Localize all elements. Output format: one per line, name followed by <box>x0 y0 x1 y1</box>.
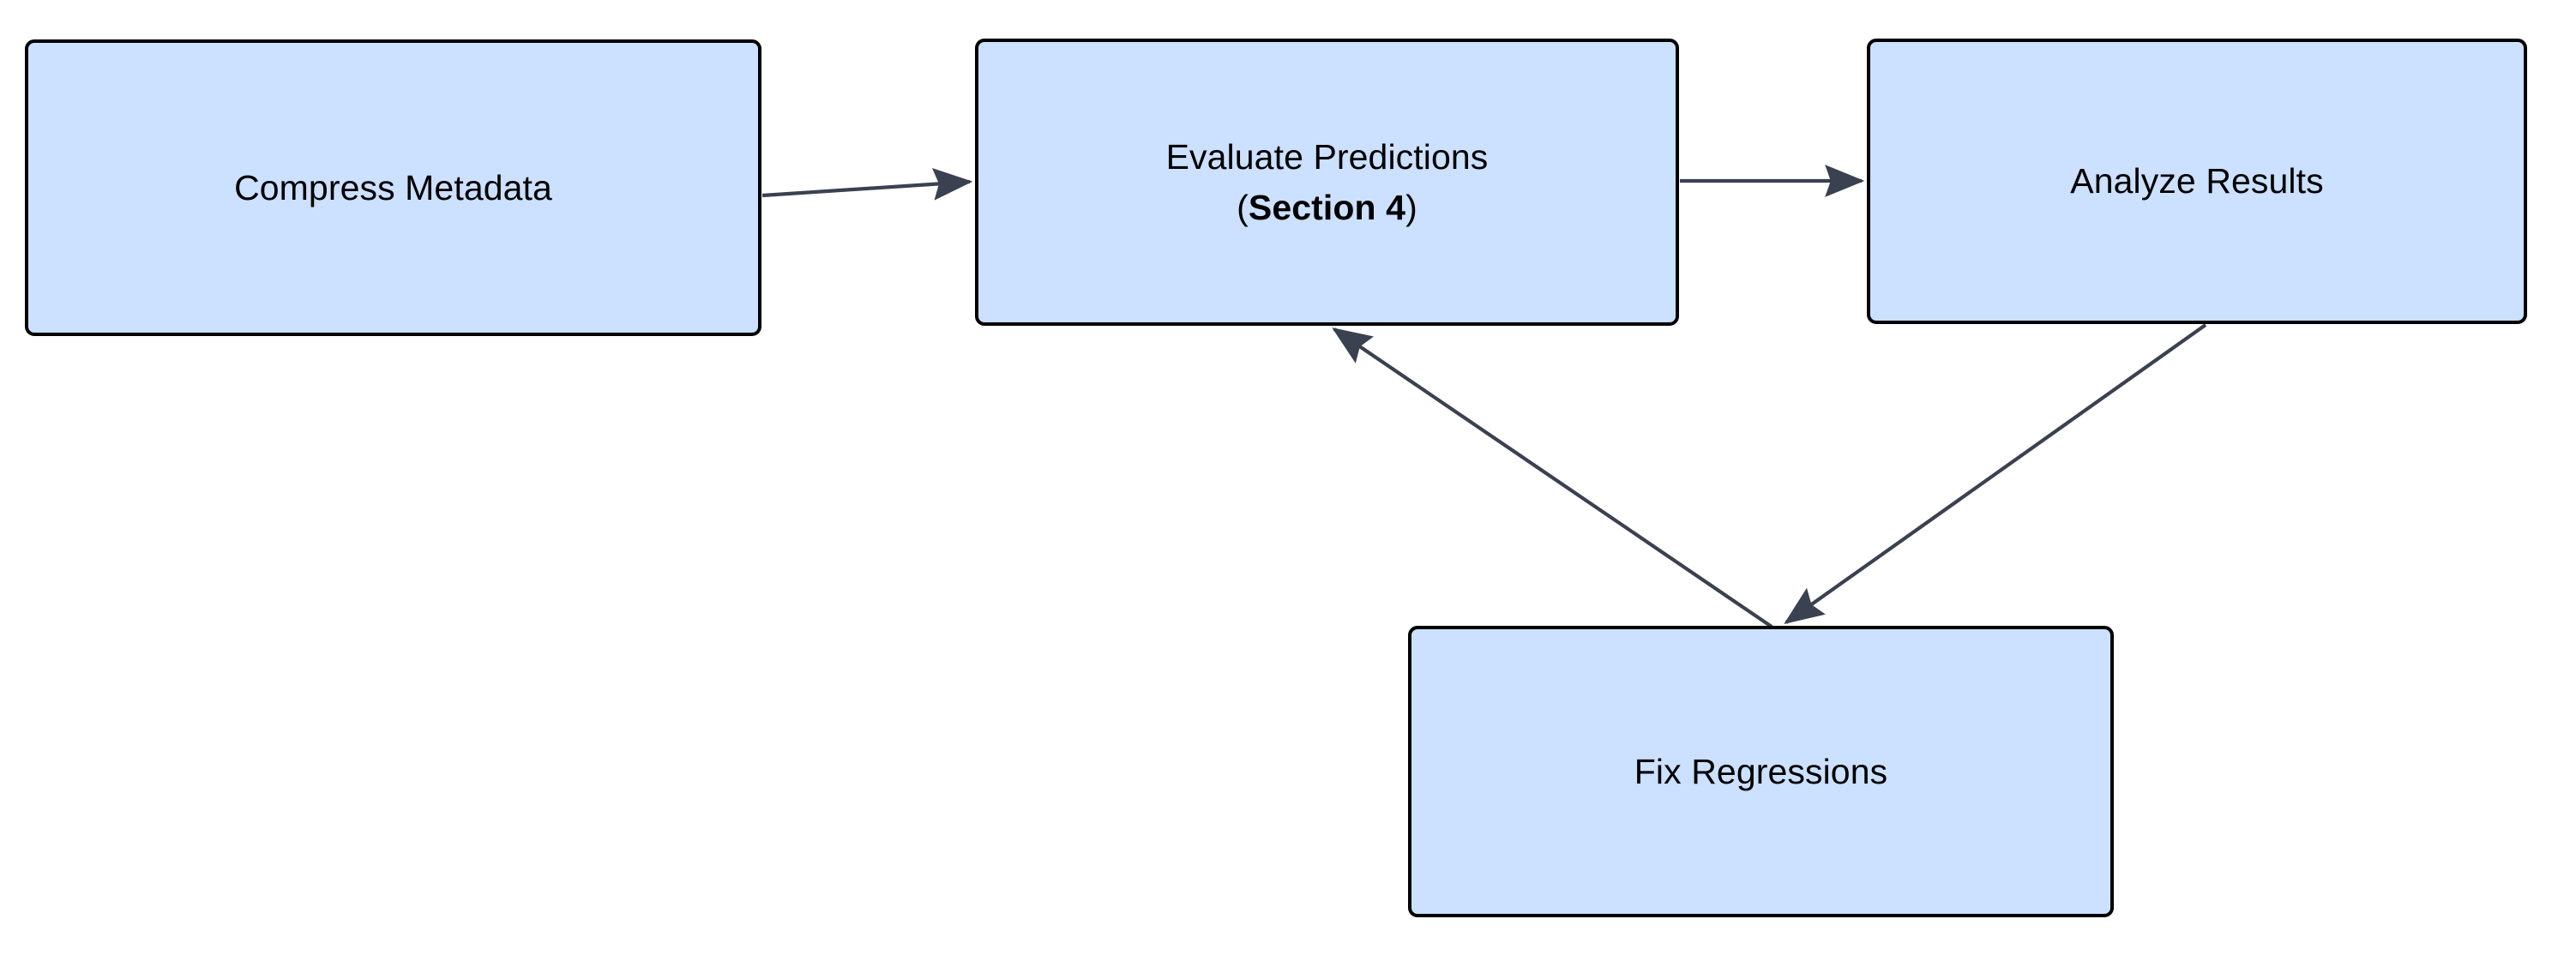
node-label: Analyze Results <box>2058 159 2335 202</box>
node-compress-metadata[interactable]: Compress Metadata <box>25 39 761 336</box>
edge-analyze-to-fix <box>1784 323 2207 624</box>
edge-compress-to-evaluate <box>761 167 973 201</box>
section-paren-close: ) <box>1405 187 1417 227</box>
node-label-line1: Analyze Results <box>2070 161 2324 201</box>
node-label: Compress Metadata <box>222 166 564 209</box>
node-label-line1: Evaluate Predictions <box>1165 137 1489 177</box>
node-evaluate-predictions[interactable]: Evaluate Predictions (Section 4) <box>975 39 1679 326</box>
node-label: Fix Regressions <box>1622 750 1899 793</box>
node-analyze-results[interactable]: Analyze Results <box>1867 39 2527 324</box>
node-label-line2: (Section 4) <box>1166 186 1489 229</box>
node-label-line1: Fix Regressions <box>1634 751 1888 791</box>
edge-fix-to-evaluate <box>1332 327 1773 628</box>
node-fix-regressions[interactable]: Fix Regressions <box>1408 626 2114 917</box>
section-paren-open: ( <box>1237 187 1249 227</box>
node-label-line1: Compress Metadata <box>234 167 552 207</box>
node-label: Evaluate Predictions (Section 4) <box>1154 135 1501 228</box>
section-reference: Section 4 <box>1248 187 1406 227</box>
